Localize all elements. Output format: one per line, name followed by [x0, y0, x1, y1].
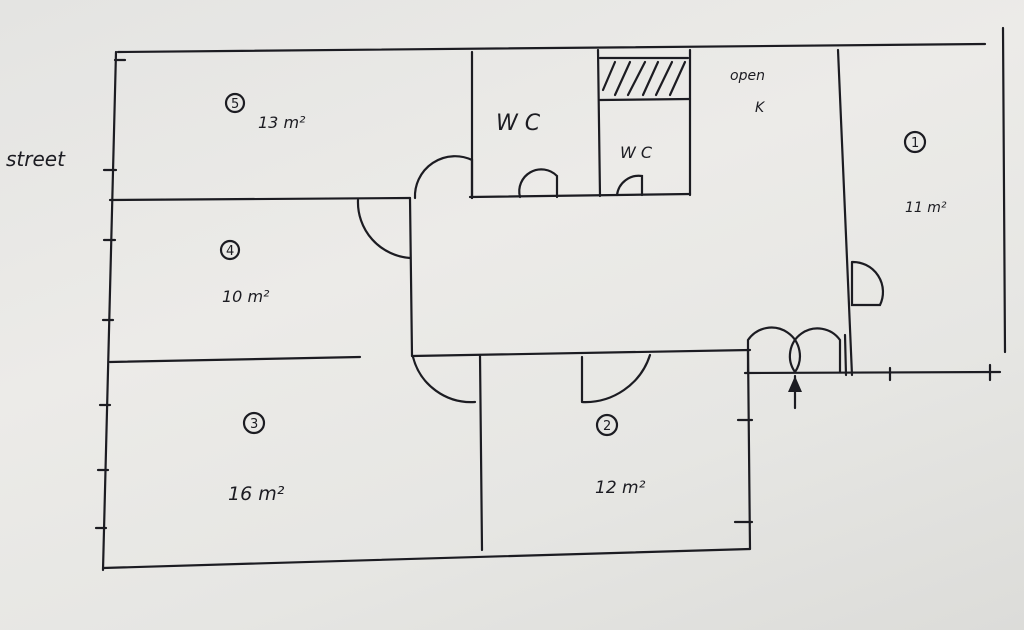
- room-number-circle: [219, 239, 241, 261]
- room-area: 16 m²: [228, 483, 285, 505]
- room-number: 2: [603, 419, 611, 434]
- room-number-circle: [903, 130, 927, 154]
- room-3: 3 16 m²: [228, 411, 285, 505]
- room-number: 1: [911, 136, 919, 151]
- kitchen-label: K: [755, 100, 766, 116]
- wc-small-label: W C: [620, 143, 653, 162]
- room-1: 1 11 m²: [903, 130, 947, 216]
- street-label: street: [6, 147, 66, 171]
- room-number-circle: [242, 411, 266, 435]
- walls: [94, 26, 1007, 572]
- open-label: open: [730, 68, 765, 84]
- room-number: 5: [231, 97, 239, 112]
- room-area: 10 m²: [222, 287, 270, 306]
- room-area: 11 m²: [905, 200, 947, 216]
- room-number-circle: [595, 413, 619, 437]
- room-number: 3: [250, 417, 258, 432]
- room-area: 13 m²: [258, 113, 306, 132]
- room-4: 4 10 m²: [219, 239, 270, 306]
- room-2: 2 12 m²: [595, 413, 646, 498]
- doors: [356, 155, 885, 404]
- room-area: 12 m²: [595, 478, 646, 498]
- room-number: 4: [226, 244, 234, 259]
- wc-large-label: W C: [496, 111, 541, 136]
- room-number-circle: [224, 92, 246, 114]
- entrance-arrow-icon: [788, 374, 802, 410]
- room-5: 5 13 m²: [224, 92, 306, 132]
- hatched-area: [598, 56, 690, 97]
